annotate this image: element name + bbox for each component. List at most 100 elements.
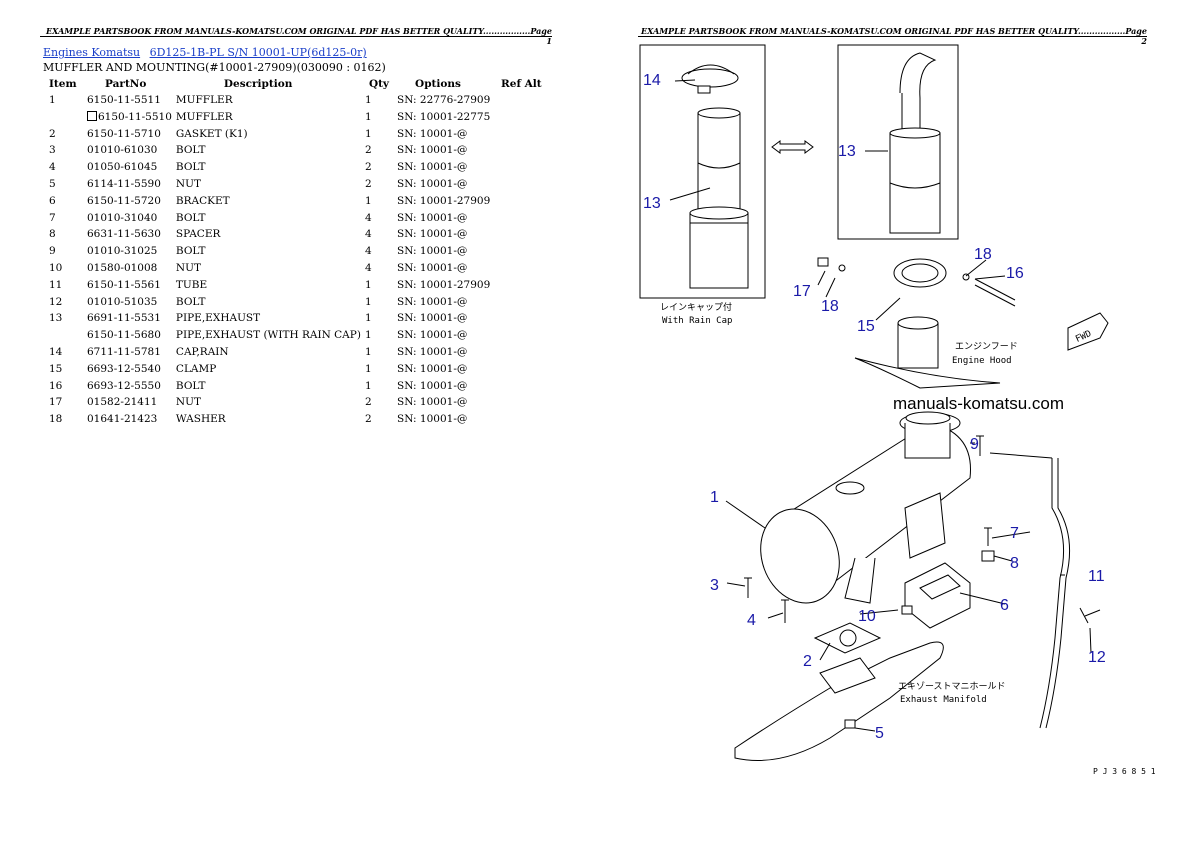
ref-alt-cell	[495, 228, 548, 245]
callout-2: 2	[803, 653, 812, 670]
partno-cell: 6693-12-5540	[87, 362, 161, 375]
manifold-label-en: Exhaust Manifold	[900, 695, 987, 705]
options-cell: SN: 10001-@	[397, 211, 468, 224]
qty-cell: 2	[364, 396, 372, 409]
item-cell: 1	[49, 94, 56, 106]
watermark: manuals-komatsu.com	[893, 394, 1064, 413]
exhaust-manifold-drawing	[734, 641, 944, 761]
qty-cell: 1	[364, 94, 372, 106]
options-cell: SN: 10001-@	[397, 345, 468, 358]
qty-cell: 2	[364, 413, 372, 426]
callout-3: 3	[710, 577, 719, 594]
breadcrumb: Engines Komatsu 6D125-1B-PL S/N 10001-UP…	[43, 46, 373, 59]
ref-alt-cell	[495, 144, 548, 161]
engine-hood-drawing	[854, 357, 1001, 389]
clamp-drawing	[893, 258, 947, 288]
ref-alt-cell	[495, 212, 548, 229]
ref-alt-cell	[495, 312, 548, 329]
item-cell: 10	[49, 261, 63, 274]
item-cell: 17	[49, 396, 63, 409]
gasket-drawing	[813, 622, 882, 654]
partno-cell: 6693-12-5550	[87, 379, 161, 392]
options-cell: SN: 10001-@	[397, 177, 468, 190]
callout-8: 8	[1010, 555, 1019, 572]
callout-10: 10	[858, 608, 876, 625]
callout-12: 12	[1088, 649, 1106, 666]
ref-alt-cell	[495, 161, 548, 178]
description-cell: NUT	[175, 261, 201, 274]
ref-alt-cell	[495, 94, 548, 111]
bolt-3-drawing	[744, 577, 752, 598]
partno-cell: 6150-11-5710	[87, 127, 161, 140]
partno-cell: 01010-51035	[87, 295, 158, 308]
double-arrow-icon	[771, 140, 814, 154]
item-cell: 14	[49, 345, 63, 358]
partno-cell: 6691-11-5531	[87, 312, 161, 325]
page-title: MUFFLER AND MOUNTING(#10001-27909)(03009…	[43, 61, 386, 74]
callout-17: 17	[793, 283, 811, 300]
qty-cell: 1	[364, 362, 372, 375]
partno-cell: 6114-11-5590	[87, 177, 161, 190]
options-cell: SN: 10001-@	[397, 295, 468, 308]
qty-cell: 2	[364, 144, 372, 157]
header-qty: Qty	[368, 78, 390, 90]
ref-alt-cell	[495, 178, 548, 195]
description-cell: SPACER	[175, 228, 221, 241]
bolt-9-drawing	[976, 435, 984, 456]
ref-alt-cell	[495, 296, 548, 313]
description-cell: CLAMP	[175, 362, 217, 375]
callout-16: 16	[1006, 265, 1024, 282]
qty-cell: 4	[364, 261, 372, 274]
nut-5-drawing	[844, 719, 856, 729]
partno-cell: 01010-31025	[87, 245, 158, 258]
ref-alt-cell	[495, 111, 548, 128]
ref-alt-cell	[495, 262, 548, 279]
partno-cell: 01582-21411	[87, 396, 158, 409]
exploded-parts-diagram: 14 13 13 18 17 16 18 15 9 1 7 8 3 6 4 10…	[639, 44, 1155, 776]
description-cell: NUT	[175, 396, 201, 409]
qty-cell: 1	[364, 329, 372, 342]
qty-cell: 1	[364, 278, 372, 291]
description-cell: PIPE,EXHAUST	[175, 312, 261, 325]
item-cell: 4	[49, 161, 56, 174]
rain-cap-inset-frame	[639, 44, 766, 299]
ref-alt-cell	[495, 195, 548, 212]
breadcrumb-link-model[interactable]: 6D125-1B-PL S/N 10001-UP(6d125-0r)	[149, 46, 367, 59]
bolt-16-drawing	[974, 278, 1016, 301]
qty-cell: 1	[364, 379, 372, 392]
ref-alt-cell	[495, 346, 548, 363]
callout-6: 6	[1000, 597, 1009, 614]
qty-cell: 2	[364, 161, 372, 174]
exhaust-pipe-drawing	[697, 113, 741, 214]
qty-cell: 1	[364, 312, 372, 325]
breadcrumb-link-engines[interactable]: Engines Komatsu	[43, 46, 141, 59]
qty-cell: 1	[364, 345, 372, 358]
partno-cell: 01010-61030	[87, 144, 158, 157]
callout-15: 15	[857, 318, 875, 335]
callout-4: 4	[747, 612, 756, 629]
plate-number: P J 3 6 8 5 1	[1093, 767, 1155, 776]
description-cell: MUFFLER	[175, 94, 233, 106]
partno-cell: 6150-11-5720	[87, 194, 161, 207]
curved-pipe-drawing	[899, 52, 937, 133]
partno-cell: 6150-11-5561	[87, 278, 161, 291]
qty-cell: 4	[364, 228, 372, 241]
description-cell: BOLT	[175, 245, 206, 258]
description-cell: WASHER	[175, 413, 226, 426]
partno-cell: 6150-11-5510	[85, 110, 174, 128]
options-cell: SN: 10001-@	[397, 228, 468, 241]
header-item: Item	[49, 78, 77, 90]
callout-13b: 13	[838, 143, 856, 160]
item-cell: 16	[49, 379, 63, 392]
tube-drawing	[1039, 458, 1065, 729]
fwd-arrow-icon	[1067, 312, 1109, 351]
item-cell	[43, 329, 85, 346]
qty-cell: 4	[364, 211, 372, 224]
bolt-12-drawing	[1079, 607, 1101, 624]
